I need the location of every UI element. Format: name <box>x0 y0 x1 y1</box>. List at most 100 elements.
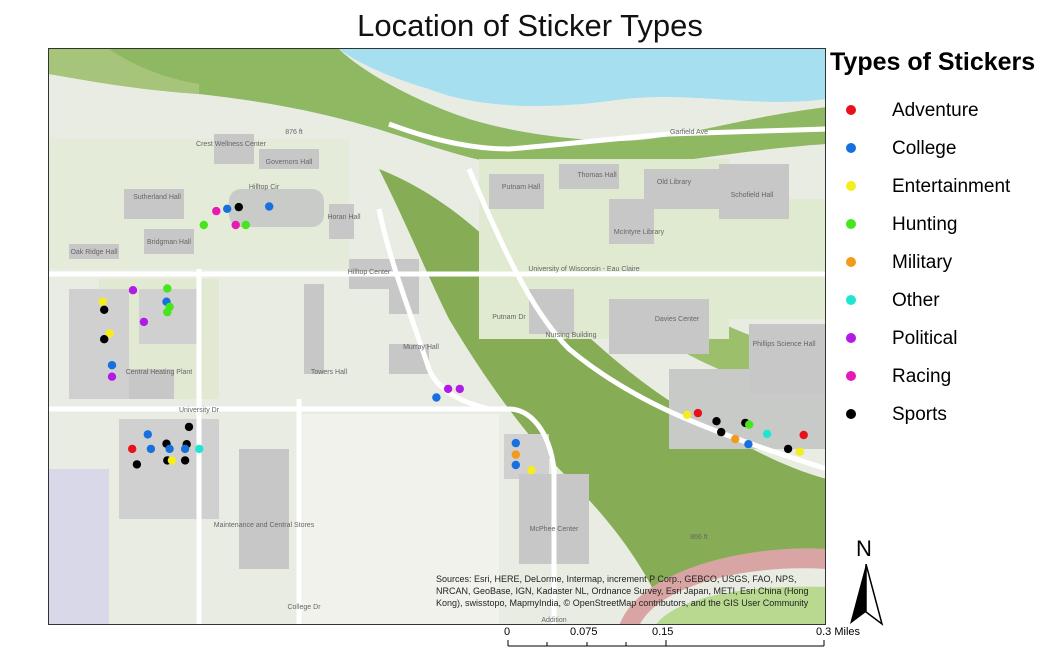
label-college-dr: College Dr <box>287 604 321 611</box>
sticker-point-racing <box>212 206 221 216</box>
sticker-point-college <box>107 361 117 370</box>
legend-swatch <box>846 371 856 381</box>
label-nursing: Nursing Building <box>546 332 597 339</box>
scale-label-3: 0.3 Miles <box>816 626 861 638</box>
sticker-points <box>98 202 808 475</box>
sticker-point-college <box>265 202 274 211</box>
legend-title: Types of Stickers <box>830 48 1036 76</box>
sticker-point-political <box>139 317 149 327</box>
basemap: Crest Wellness Center Governors Hall Sut… <box>49 49 825 624</box>
legend-label: Hunting <box>892 214 958 235</box>
sticker-point-college <box>165 444 174 454</box>
sticker-point-entertainment <box>98 297 107 306</box>
scale-label-0: 0 <box>504 626 511 638</box>
sticker-point-entertainment <box>167 456 177 465</box>
legend-label: College <box>892 138 957 159</box>
sticker-point-hunting <box>241 220 250 230</box>
label-oak-ridge: Oak Ridge Hall <box>70 249 118 256</box>
sticker-point-political <box>443 384 453 394</box>
sticker-point-sports <box>100 335 109 344</box>
label-hilltop-center: Hilltop Center <box>348 269 391 276</box>
legend-swatch <box>846 295 856 305</box>
sticker-point-adventure <box>799 430 808 440</box>
label-davies: Davies Center <box>655 316 700 323</box>
label-thomas: Thomas Hall <box>577 172 617 179</box>
sticker-point-hunting <box>163 307 172 317</box>
label-crest: Crest Wellness Center <box>196 141 267 148</box>
label-elev2: 866 ft <box>690 534 708 541</box>
sticker-point-political <box>107 372 117 381</box>
sticker-point-college <box>180 444 190 454</box>
legend-swatch <box>846 219 856 229</box>
label-putnam-hall: Putnam Hall <box>502 184 541 191</box>
sticker-point-entertainment <box>527 466 536 475</box>
label-maintenance: Maintenance and Central Stores <box>214 522 315 529</box>
legend-swatch <box>846 143 856 153</box>
sticker-point-military <box>731 434 740 444</box>
legend-label: Political <box>892 328 958 349</box>
legend-label: Sports <box>892 404 947 425</box>
sticker-point-sports <box>180 456 190 465</box>
label-old-library: Old Library <box>657 179 692 186</box>
label-university-dr: University Dr <box>179 407 220 414</box>
scale-bar: 0 0.075 0.15 0.3 Miles <box>500 626 860 666</box>
sticker-point-entertainment <box>682 410 692 419</box>
sticker-point-college <box>146 444 156 454</box>
sticker-point-adventure <box>128 444 137 454</box>
label-towers: Towers Hall <box>311 369 348 376</box>
label-elev1: 876 ft <box>285 129 303 136</box>
legend-swatch <box>846 333 856 343</box>
legend-label: Racing <box>892 366 952 387</box>
sticker-point-college <box>511 460 520 470</box>
label-horan: Horan Hall <box>327 214 361 221</box>
sticker-point-political <box>128 286 138 295</box>
north-arrow-icon <box>850 564 884 626</box>
sticker-point-racing <box>231 220 240 230</box>
scale-label-1: 0.075 <box>570 626 598 638</box>
label-bridgman: Bridgman Hall <box>147 239 191 246</box>
sticker-point-college <box>744 440 753 449</box>
sticker-point-political <box>455 384 464 394</box>
label-phillips: Phillips Science Hall <box>752 341 815 348</box>
label-putnam-dr: Putnam Dr <box>492 314 526 321</box>
sticker-point-hunting <box>199 220 208 230</box>
sticker-point-sports <box>712 417 721 426</box>
legend-label: Adventure <box>892 100 979 121</box>
legend-swatch <box>846 409 856 419</box>
legend-label: Military <box>892 252 953 273</box>
sticker-point-sports <box>100 305 109 314</box>
sticker-point-college <box>432 393 441 402</box>
sticker-point-sports <box>234 202 243 212</box>
sticker-point-other <box>195 444 204 454</box>
sticker-point-entertainment <box>105 329 114 338</box>
label-mcintyre: McIntyre Library <box>614 229 665 236</box>
label-sutherland: Sutherland Hall <box>133 194 181 201</box>
legend-label: Entertainment <box>892 176 1011 197</box>
label-addition: Addition <box>541 617 566 624</box>
map-title: Location of Sticker Types <box>357 8 703 43</box>
label-schofield: Schofield Hall <box>731 192 774 199</box>
label-mcphee: McPhee Center <box>530 526 579 533</box>
legend-label: Other <box>892 290 940 311</box>
sticker-point-hunting <box>745 420 754 429</box>
sticker-point-college <box>511 438 520 448</box>
label-murray: Murray Hall <box>403 344 439 351</box>
sticker-point-sports <box>132 460 142 469</box>
sources-credit: Sources: Esri, HERE, DeLorme, Intermap, … <box>436 574 809 608</box>
legend-swatch <box>846 181 856 191</box>
sticker-point-sports <box>783 444 793 454</box>
map-frame[interactable]: Crest Wellness Center Governors Hall Sut… <box>48 48 826 625</box>
sticker-point-sports <box>717 427 726 437</box>
label-governors: Governors Hall <box>266 159 313 166</box>
legend-swatch <box>846 257 856 267</box>
sticker-point-entertainment <box>795 447 804 456</box>
sticker-point-college <box>143 430 152 439</box>
sticker-point-military <box>511 450 520 459</box>
sticker-point-hunting <box>163 284 172 293</box>
scale-label-2: 0.15 <box>652 626 674 638</box>
label-garfield: Garfield Ave <box>670 129 708 136</box>
sticker-point-other <box>762 429 772 439</box>
label-hilltop-cir: Hilltop Cir <box>249 184 280 191</box>
sticker-point-college <box>223 204 232 213</box>
legend-swatch <box>846 105 856 115</box>
